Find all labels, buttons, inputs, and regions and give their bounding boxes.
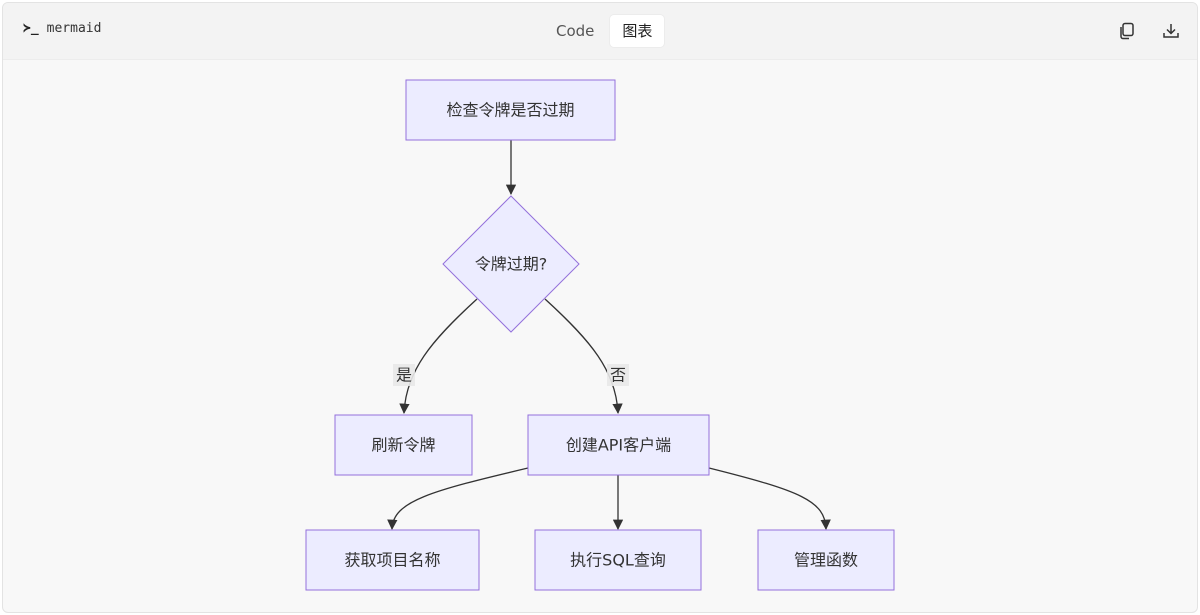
tab-diagram[interactable]: 图表	[610, 15, 665, 47]
node-create-client-label: 创建API客户端	[566, 436, 671, 455]
terminal-icon: ≻_	[23, 21, 39, 36]
edge-client-manage-functions	[708, 467, 831, 531]
download-button[interactable]	[1159, 19, 1183, 43]
download-icon	[1163, 24, 1179, 38]
edge-no-create-client	[544, 298, 623, 415]
copy-button[interactable]	[1115, 19, 1139, 43]
node-token-expired-label: 令牌过期?	[475, 255, 548, 274]
edge-label-no: 否	[607, 364, 629, 386]
node-manage-functions: 管理函数	[757, 529, 895, 591]
node-check-token-label: 检查令牌是否过期	[446, 101, 574, 120]
node-exec-sql: 执行SQL查询	[534, 529, 702, 591]
language-label: mermaid	[46, 21, 102, 36]
edge-label-yes: 是	[393, 364, 415, 386]
code-block-header: ≻_ mermaid Code 图表	[3, 3, 1197, 60]
edge-client-get-project	[387, 467, 529, 531]
node-refresh-token: 刷新令牌	[334, 414, 473, 476]
edge-label-yes-text: 是	[396, 366, 412, 385]
node-token-expired-decision: 令牌过期?	[442, 195, 580, 333]
view-tabs: Code 图表	[544, 15, 665, 47]
node-check-token: 检查令牌是否过期	[405, 79, 616, 141]
edges	[387, 140, 831, 531]
edge-label-no-text: 否	[610, 366, 626, 385]
copy-icon	[1120, 22, 1134, 40]
node-refresh-token-label: 刷新令牌	[371, 436, 435, 455]
node-get-project-label: 获取项目名称	[344, 551, 440, 570]
node-exec-sql-label: 执行SQL查询	[570, 551, 666, 570]
edge-yes-refresh	[399, 298, 478, 415]
tab-code[interactable]: Code	[556, 22, 595, 40]
node-manage-functions-label: 管理函数	[794, 551, 858, 570]
node-create-client: 创建API客户端	[527, 414, 710, 476]
node-get-project: 获取项目名称	[305, 529, 480, 591]
language-indicator: ≻_ mermaid	[23, 21, 101, 36]
